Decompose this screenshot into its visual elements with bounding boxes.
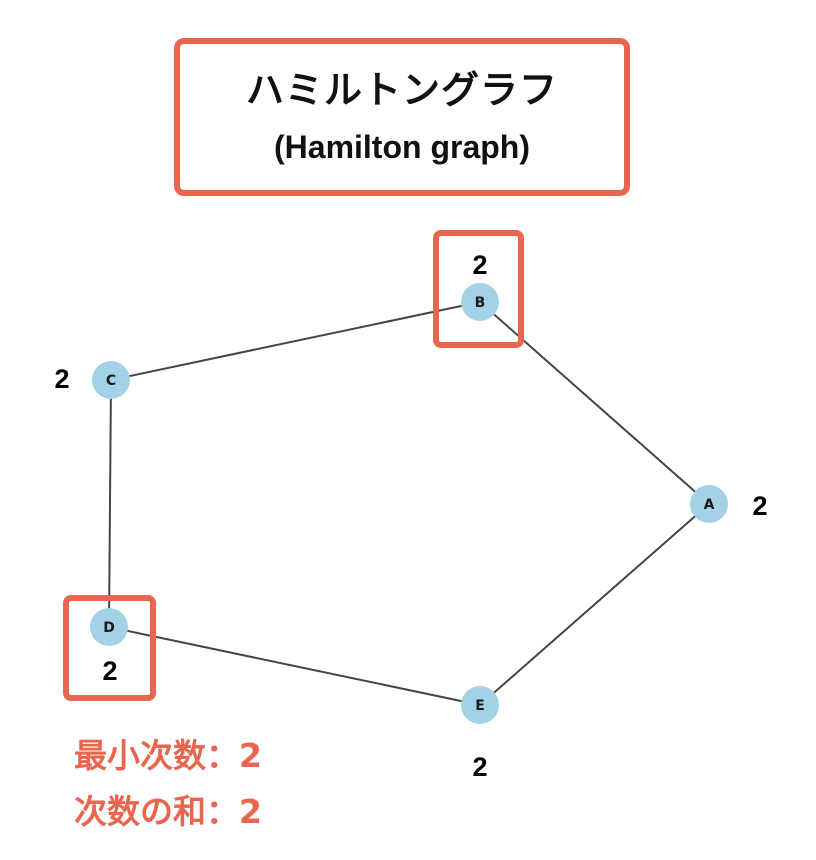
- edge-A-E: [479, 503, 710, 706]
- node-d: [90, 608, 128, 646]
- edge-E-D: [108, 626, 481, 706]
- title-japanese: ハミルトングラフ: [245, 68, 558, 112]
- title-box: ハミルトングラフ (Hamilton graph): [174, 38, 630, 196]
- node-b: [461, 283, 499, 321]
- node-label-e: E: [475, 698, 485, 714]
- min-degree-text: 最小次数：2: [74, 736, 262, 775]
- node-layer: A B C D E: [90, 283, 728, 724]
- degree-label-a: 2: [752, 491, 767, 521]
- degree-layer: 2 2 2 2 2: [54, 250, 767, 782]
- highlight-box-b: [433, 230, 524, 348]
- node-a: [690, 485, 728, 523]
- node-label-c: C: [106, 373, 116, 389]
- title-english: (Hamilton graph): [274, 128, 530, 165]
- node-c: [92, 361, 130, 399]
- node-label-a: A: [704, 497, 715, 513]
- degree-label-b: 2: [472, 250, 487, 280]
- degree-label-e: 2: [472, 752, 487, 782]
- node-e: [461, 686, 499, 724]
- edge-layer: [108, 301, 710, 706]
- edge-D-C: [108, 379, 112, 628]
- node-label-b: B: [475, 295, 486, 311]
- degree-label-c: 2: [54, 364, 69, 394]
- edge-B-A: [479, 301, 710, 505]
- degree-label-d: 2: [102, 656, 117, 686]
- degree-sum-text: 次数の和：2: [74, 792, 262, 831]
- edge-C-B: [110, 301, 481, 381]
- highlight-box-d: [63, 595, 156, 701]
- highlight-layer: [63, 230, 524, 701]
- node-label-d: D: [103, 620, 115, 636]
- stats-panel: 最小次数：2 次数の和：2: [74, 728, 262, 840]
